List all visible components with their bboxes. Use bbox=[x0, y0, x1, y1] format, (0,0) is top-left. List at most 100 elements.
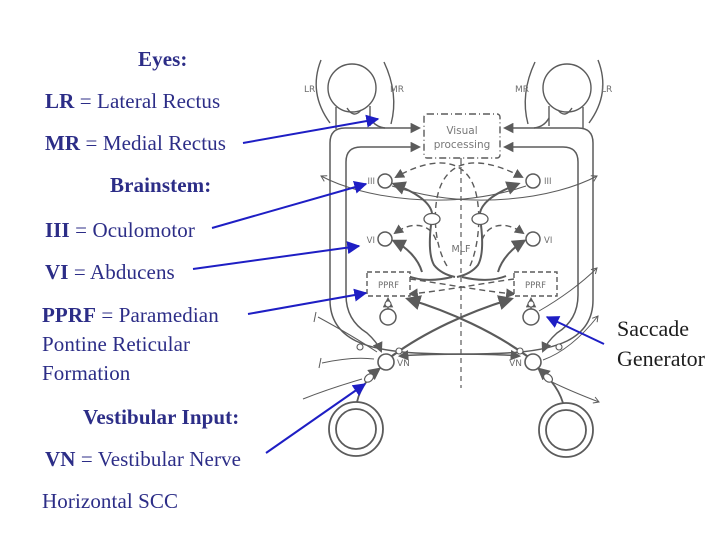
right-canal-exit bbox=[549, 380, 600, 404]
legend-pprf-rest: = Paramedian Pontine Reticular Formation bbox=[42, 303, 219, 385]
left-canal-synapse bbox=[363, 373, 375, 383]
right-eye-lr-label: LR bbox=[601, 85, 612, 95]
cranial-nerve-nuclei bbox=[377, 173, 541, 247]
legend-mr-term: MR bbox=[45, 131, 81, 155]
arrow-vi-to-nucleus bbox=[192, 241, 361, 270]
right-inner-loop-lower bbox=[541, 294, 579, 353]
exit-mid-right bbox=[538, 267, 598, 312]
pprf-to-right-vi bbox=[497, 239, 527, 273]
legend-heading-vestibular: Vestibular Input: bbox=[83, 405, 240, 429]
legend-pprf: PPRF = Paramedian Pontine Reticular Form… bbox=[42, 301, 261, 388]
exit-top-left bbox=[320, 175, 527, 201]
right-vi-nucleus bbox=[525, 231, 541, 247]
saccade-generator-line2: Generator bbox=[617, 346, 705, 371]
visual-processing-box: Visual processing bbox=[423, 113, 501, 159]
u-to-right-pprf bbox=[461, 275, 507, 281]
legend-vi-rest: = Abducens bbox=[68, 260, 175, 284]
right-pprf-label: PPRF bbox=[525, 281, 546, 291]
legend-heading-brainstem: Brainstem: bbox=[110, 173, 212, 197]
right-vn-nucleus bbox=[524, 353, 542, 371]
right-mlf-synapse bbox=[471, 212, 489, 226]
arc-to-left-iii bbox=[394, 162, 480, 267]
right-eye-mr-label: MR bbox=[515, 85, 529, 95]
right-eye-lateral-rectus-muscle bbox=[588, 59, 604, 124]
right-canal-synapse bbox=[542, 373, 554, 383]
left-input-upper-endcap bbox=[313, 311, 317, 323]
left-synapse-b bbox=[395, 347, 403, 355]
left-synapse-a bbox=[356, 343, 364, 351]
arc-to-left-vi bbox=[393, 224, 437, 241]
exit-top-right bbox=[391, 175, 598, 201]
arrow-pprf-to-box bbox=[247, 288, 368, 315]
left-burst-synapse bbox=[384, 300, 392, 308]
right-burst-neuron bbox=[522, 308, 540, 326]
visual-processing-label-line2: processing bbox=[434, 139, 491, 151]
right-iii-label: III bbox=[544, 177, 552, 187]
right-outer-loop bbox=[502, 122, 594, 300]
right-vi-label: VI bbox=[544, 236, 552, 246]
saccade-generator-line1: Saccade bbox=[617, 316, 690, 341]
legend-heading-eyes: Eyes: bbox=[138, 47, 188, 71]
thin-fibers bbox=[302, 175, 600, 404]
left-vn-to-right-pprf bbox=[391, 295, 514, 357]
right-eye-stalk bbox=[548, 106, 584, 129]
saccade-generator-callout: Saccade Generator bbox=[617, 314, 705, 374]
right-iii-nucleus bbox=[525, 173, 541, 189]
legend-pprf-term: PPRF bbox=[42, 303, 97, 327]
right-eye-globe bbox=[542, 63, 592, 113]
mlf-label: MLF bbox=[452, 244, 471, 255]
arrow-saccade-generator bbox=[545, 316, 605, 345]
mlf-u-left bbox=[428, 224, 456, 278]
left-burst-neuron bbox=[379, 308, 397, 326]
right-canal-to-vn bbox=[550, 380, 564, 404]
pprf-region: PPRF PPRF bbox=[366, 271, 558, 326]
legend-vn: VN = Vestibular Nerve bbox=[45, 445, 241, 474]
vestibular-crossing bbox=[391, 295, 528, 357]
left-vn-nucleus bbox=[377, 353, 395, 371]
legend-mr: MR = Medial Rectus bbox=[45, 129, 226, 158]
arrow-iii-to-nucleus bbox=[211, 180, 368, 229]
left-pprf-box bbox=[366, 271, 411, 297]
annotation-arrows bbox=[192, 114, 605, 454]
arrow-mr-to-eye bbox=[242, 114, 380, 144]
legend-vi-term: VI bbox=[45, 260, 69, 284]
legend-lr: LR = Lateral Rectus bbox=[45, 87, 220, 116]
left-iii-label: III bbox=[367, 177, 375, 187]
right-inner-loop bbox=[502, 141, 579, 295]
arc-to-right-iii bbox=[434, 162, 524, 267]
legend-vn-rest: = Vestibular Nerve bbox=[75, 447, 242, 471]
left-vi-nucleus bbox=[377, 231, 393, 247]
right-canal-outer bbox=[538, 402, 594, 458]
feedback-loops bbox=[329, 117, 594, 361]
left-canal-to-vn bbox=[356, 380, 368, 403]
right-canal-inner bbox=[545, 409, 587, 451]
legend-mr-rest: = Medial Rectus bbox=[80, 131, 227, 155]
right-synapse-a bbox=[555, 343, 563, 351]
left-iii-nucleus bbox=[377, 173, 393, 189]
legend-lr-rest: = Lateral Rectus bbox=[74, 89, 221, 113]
left-vi-label: VI bbox=[367, 236, 375, 246]
left-canal-inner bbox=[335, 408, 377, 450]
right-eye-medial-rectus-muscle bbox=[524, 61, 536, 125]
legend-horizontal-scc: Horizontal SCC bbox=[42, 489, 179, 513]
u-to-left-pprf bbox=[407, 275, 453, 281]
arrow-vn-to-nucleus bbox=[265, 383, 367, 454]
right-vn-to-left-pprf bbox=[405, 295, 528, 357]
mlf-tracts bbox=[391, 181, 527, 281]
left-pprf-label: PPRF bbox=[378, 281, 399, 291]
left-input-lower bbox=[321, 357, 375, 364]
left-input-lower-endcap bbox=[318, 357, 322, 369]
legend-vn-term: VN bbox=[45, 447, 76, 471]
left-inner-loop-lower bbox=[345, 294, 383, 353]
right-burst-synapse bbox=[527, 300, 535, 308]
left-eye-globe bbox=[327, 63, 377, 113]
right-eye-afferent bbox=[533, 117, 550, 129]
visual-processing-label-line1: Visual bbox=[446, 125, 477, 137]
dashed-crossing-arcs bbox=[393, 162, 525, 299]
legend-iii: III = Oculomotor bbox=[45, 216, 195, 245]
left-outer-loop bbox=[329, 122, 422, 300]
mlf-u-right bbox=[456, 224, 484, 278]
legend-vi: VI = Abducens bbox=[45, 258, 175, 287]
left-vn-label: VN bbox=[397, 359, 410, 369]
